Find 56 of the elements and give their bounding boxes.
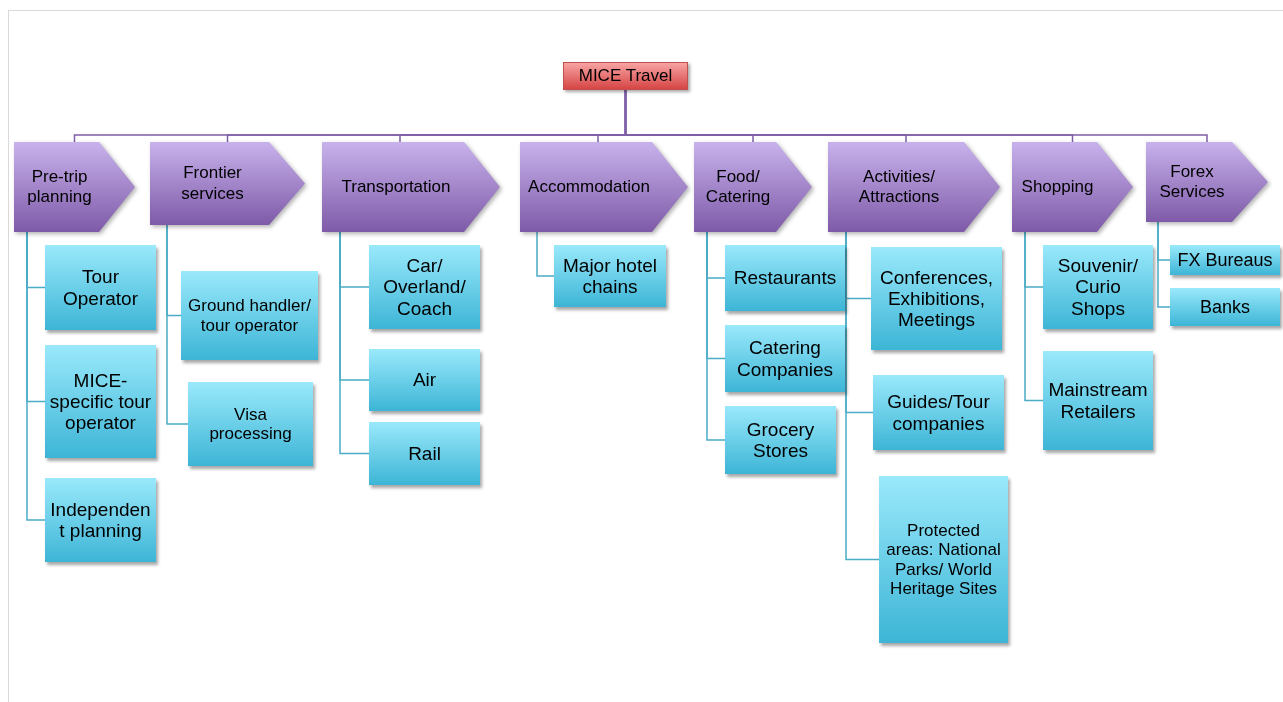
node-label: Conferences, Exhibitions, Meetings xyxy=(879,266,994,331)
root-box xyxy=(563,62,688,90)
item-box xyxy=(369,245,480,329)
connector-line xyxy=(536,231,555,277)
node-label: MICE-specific tour operator xyxy=(48,369,153,434)
connector-line xyxy=(166,224,189,425)
item-box xyxy=(45,478,156,562)
node-label: Tour Operator xyxy=(62,266,139,309)
node-label: Restaurants xyxy=(733,267,837,289)
node-label: Forex Services xyxy=(1159,161,1225,201)
node-label: Activities/ Attractions xyxy=(858,166,940,206)
node-label: Rail xyxy=(408,442,441,465)
node-label: Pre-trip planning xyxy=(27,166,92,206)
item-box xyxy=(554,245,666,307)
connector-line xyxy=(339,231,370,455)
node-label: Transportation xyxy=(341,176,451,196)
node-label: MICE Travel xyxy=(578,66,673,86)
node-label: FX Bureaus xyxy=(1177,249,1273,271)
item-box xyxy=(725,245,845,311)
item-box xyxy=(188,382,313,466)
node-label: Frontier services xyxy=(181,163,244,203)
connector-line xyxy=(1157,221,1171,308)
node-label: Major hotel chains xyxy=(562,254,658,298)
node-label: Air xyxy=(412,369,437,391)
item-box xyxy=(181,271,318,360)
connector-line xyxy=(706,231,726,441)
node-label: Guides/Tour companies xyxy=(886,391,991,434)
item-box xyxy=(871,247,1002,350)
item-box xyxy=(1043,351,1153,450)
node-label: Car/ Overland/ Coach xyxy=(382,255,467,319)
item-box xyxy=(369,422,480,485)
item-box xyxy=(369,349,480,411)
node-label: Independent planning xyxy=(49,498,152,542)
item-box xyxy=(873,375,1004,450)
node-label: Visa processing xyxy=(208,404,293,444)
item-box xyxy=(1170,288,1280,326)
item-box xyxy=(45,345,156,458)
item-box xyxy=(725,325,845,392)
node-label: Ground handler/ tour operator xyxy=(187,296,312,335)
node-label: Shopping xyxy=(1021,176,1094,196)
connector-line xyxy=(1024,231,1044,402)
node-label: Souvenir/ Curio Shops xyxy=(1056,255,1140,319)
item-box xyxy=(725,406,836,474)
node-label: Food/ Catering xyxy=(705,166,771,206)
connector-line xyxy=(845,231,880,561)
item-box xyxy=(1170,245,1280,275)
node-label: Accommodation xyxy=(528,176,650,196)
node-label: Catering Companies xyxy=(735,337,835,380)
item-box xyxy=(45,245,156,330)
node-label: Banks xyxy=(1200,296,1250,318)
node-label: Protected areas: National Parks/ World Heritage Sites xyxy=(885,521,1002,598)
item-box xyxy=(879,476,1008,643)
node-label: Mainstream Retailers xyxy=(1047,379,1149,422)
node-label: Grocery Stores xyxy=(745,418,816,462)
item-box xyxy=(1043,245,1153,329)
connector-line xyxy=(26,231,46,521)
